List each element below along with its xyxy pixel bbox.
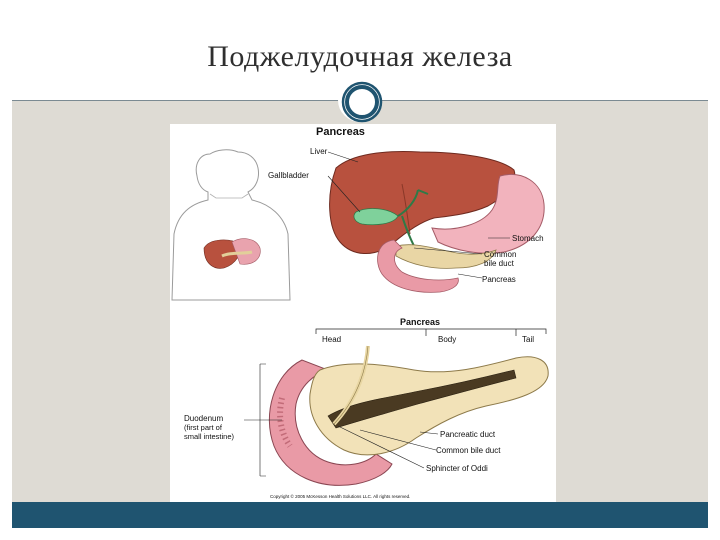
label-liver: Liver <box>310 147 328 156</box>
label-pancreatic-duct: Pancreatic duct <box>440 430 496 439</box>
human-torso <box>171 149 291 301</box>
label-tail: Tail <box>522 335 534 344</box>
label-duodenum: Duodenum <box>184 414 223 423</box>
label-sphincter: Sphincter of Oddi <box>426 464 488 473</box>
label-common-bile-duct-top: Common bile duct <box>484 250 519 268</box>
duodenum-top-shape <box>377 239 459 293</box>
pancreatic-duct-shape <box>327 369 517 429</box>
pancreas-top-shape <box>395 244 497 269</box>
circle-ornament-icon <box>338 78 383 123</box>
duodenum-shape <box>268 359 393 486</box>
bottom-accent-bar <box>12 502 708 528</box>
label-gallbladder: Gallbladder <box>268 171 309 180</box>
slide-title: Поджелудочная железа <box>207 40 513 73</box>
label-body: Body <box>438 335 456 344</box>
label-duodenum-note-2: small intestine) <box>184 432 235 441</box>
liver-shape <box>329 151 516 254</box>
label-common-bile-duct-bottom: Common bile duct <box>436 446 501 455</box>
anatomy-illustration: Pancreas Liver Gallbladder <box>171 126 549 499</box>
gallbladder-shape <box>353 208 399 226</box>
label-stomach: Stomach <box>512 234 544 243</box>
top-heading: Pancreas <box>316 126 365 138</box>
label-pancreas-top: Pancreas <box>482 275 516 284</box>
pancreas-anatomy-figure: Pancreas Liver Gallbladder <box>170 124 556 502</box>
bottom-heading: Pancreas <box>400 317 440 327</box>
label-duodenum-note-1: (first part of <box>184 423 223 432</box>
copyright-text: Copyright © 2005 McKesson Health Solutio… <box>270 493 410 499</box>
stomach-shape <box>431 174 545 254</box>
label-head: Head <box>322 335 341 344</box>
